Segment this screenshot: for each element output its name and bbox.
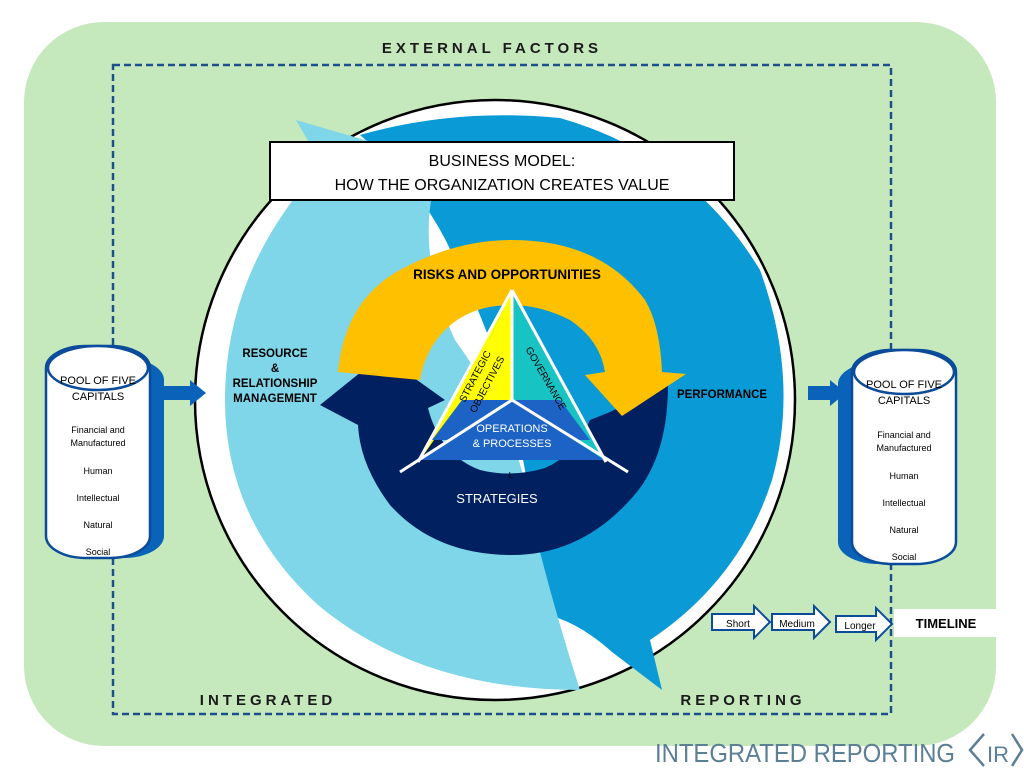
- operations-label-2: & PROCESSES: [473, 438, 552, 450]
- business-model-box: [269, 141, 735, 201]
- logo-left-chevron-icon: [968, 733, 985, 767]
- operations-segment-top: [432, 400, 590, 440]
- right-capitals-pool: POOL OF FIVE CAPITALS Financial and Manu…: [838, 348, 958, 566]
- right-pool-item: Financial and: [877, 430, 931, 440]
- logo-text: INTEGRATED REPORTING: [655, 738, 955, 768]
- timeline-arrow-short: [711, 603, 772, 641]
- timeline-label: TIMELINE: [916, 616, 977, 631]
- external-factors-label: EXTERNAL FACTORS: [382, 40, 602, 57]
- resource-label-3: RELATIONSHIP: [233, 378, 318, 390]
- small-mark: L: [509, 471, 514, 480]
- right-pool-item: Social: [892, 552, 917, 562]
- reporting-label: REPORTING: [680, 692, 805, 709]
- right-pool-item: Manufactured: [876, 443, 931, 453]
- integrated-reporting-logo: INTEGRATED REPORTING IR: [655, 733, 1024, 768]
- performance-label: PERFORMANCE: [677, 389, 767, 401]
- resource-label-2: &: [271, 363, 279, 375]
- operations-label-1: OPERATIONS: [476, 423, 547, 435]
- output-arrow: [808, 380, 846, 406]
- left-pool-title-1: POOL OF FIVE: [60, 375, 136, 387]
- timeline-arrow-medium: [771, 603, 832, 641]
- logo-right-chevron-icon: [1010, 733, 1024, 767]
- left-pool-item: Intellectual: [76, 493, 119, 503]
- left-pool-item: Natural: [83, 520, 112, 530]
- input-arrow: [164, 380, 206, 406]
- strategies-ring: [320, 355, 668, 555]
- risks-label: RISKS AND OPPORTUNITIES: [413, 267, 601, 282]
- left-pool-item: Social: [86, 547, 111, 557]
- left-pool-title-2: CAPITALS: [72, 391, 124, 403]
- resource-label-4: MANAGEMENT: [233, 393, 317, 405]
- left-pool-item: Financial and: [71, 425, 125, 435]
- logo-mark: IR: [987, 742, 1009, 767]
- timeline: Short Medium Longer TIMELINE: [711, 603, 996, 643]
- resource-label-1: RESOURCE: [242, 348, 308, 360]
- timeline-longer: Longer: [844, 621, 876, 632]
- left-pool-item: Manufactured: [70, 438, 125, 448]
- right-pool-item: Intellectual: [882, 498, 925, 508]
- business-model-title: BUSINESS MODEL:: [429, 153, 576, 170]
- left-pool-item: Human: [83, 466, 112, 476]
- integrated-label: INTEGRATED: [200, 692, 336, 709]
- timeline-short: Short: [726, 619, 750, 630]
- business-model-subtitle: HOW THE ORGANIZATION CREATES VALUE: [335, 177, 670, 194]
- right-pool-title-1: POOL OF FIVE: [866, 379, 942, 391]
- timeline-medium: Medium: [779, 619, 815, 630]
- right-pool-item: Natural: [889, 525, 918, 535]
- strategic-objectives-segment-b: [462, 290, 512, 400]
- left-capitals-pool: POOL OF FIVE CAPITALS Financial and Manu…: [44, 344, 164, 560]
- strategies-label: STRATEGIES: [456, 491, 538, 506]
- timeline-arrow-longer: [835, 605, 894, 643]
- risks-ring: [338, 240, 686, 416]
- right-pool-title-2: CAPITALS: [878, 395, 930, 407]
- right-pool-item: Human: [889, 471, 918, 481]
